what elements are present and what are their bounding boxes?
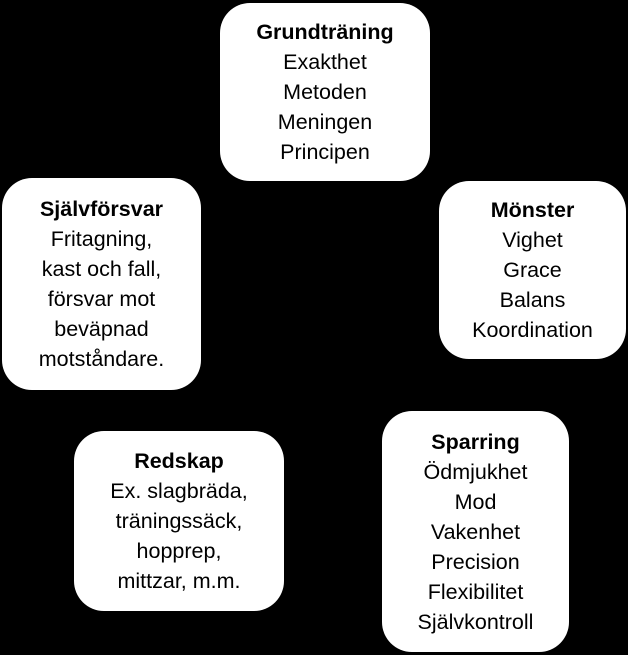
box-line: Vakenhet	[430, 519, 521, 544]
box-line: träningssäck,	[115, 509, 243, 533]
box-line: Ex. slagbräda,	[110, 479, 248, 503]
box-line: Exakthet	[283, 50, 367, 74]
box-sparring: Sparring Ödmjukhet Mod Vakenhet Precisio…	[382, 411, 569, 652]
box-title: Självförsvar	[39, 197, 164, 221]
box-line: Precision	[431, 549, 520, 574]
box-line: Fritagning,	[50, 227, 153, 251]
box-line: Ödmjukhet	[423, 459, 528, 484]
box-line: hopprep,	[136, 539, 222, 563]
box-line: beväpnad	[54, 317, 149, 341]
box-line: Mod	[454, 489, 497, 514]
box-line: Vighet	[502, 228, 563, 252]
box-line: Flexibilitet	[427, 579, 524, 604]
box-line: försvar mot	[47, 287, 156, 311]
box-grundtraning: Grundträning Exakthet Metoden Meningen P…	[220, 3, 430, 181]
box-line: Självkontroll	[417, 609, 534, 634]
box-line: Grace	[503, 258, 562, 282]
box-line: Meningen	[277, 110, 373, 134]
box-line: Balans	[499, 288, 566, 312]
box-redskap: Redskap Ex. slagbräda, träningssäck, hop…	[74, 431, 284, 611]
box-title: Redskap	[134, 449, 224, 473]
box-sjalvforsvar: Självförsvar Fritagning, kast och fall, …	[2, 178, 201, 390]
box-monster: Mönster Vighet Grace Balans Koordination	[439, 181, 626, 359]
box-line: Principen	[280, 140, 370, 164]
box-line: Koordination	[472, 318, 593, 342]
box-line: kast och fall,	[41, 257, 162, 281]
box-line: motståndare.	[38, 347, 165, 371]
box-line: mittzar, m.m.	[117, 569, 241, 593]
box-title: Sparring	[431, 429, 520, 454]
box-line: Metoden	[283, 80, 367, 104]
box-title: Grundträning	[256, 20, 394, 44]
box-title: Mönster	[490, 198, 575, 222]
